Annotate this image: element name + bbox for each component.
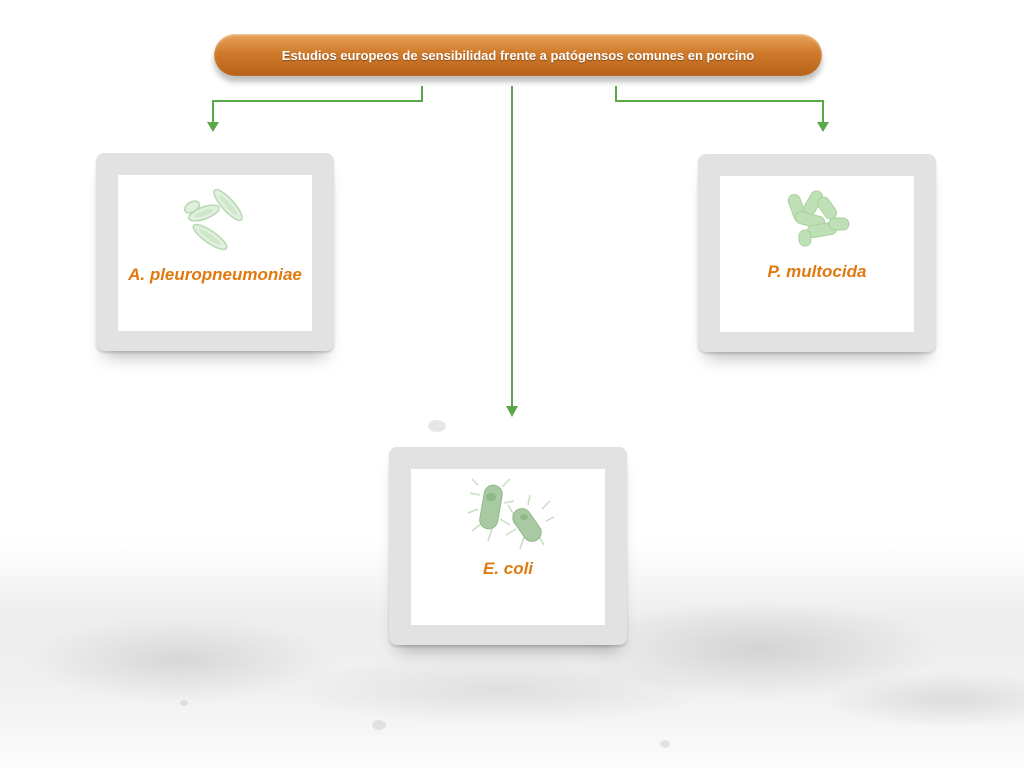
card-inner: P. multocida	[720, 176, 914, 332]
pathogen-card-e-coli: E. coli	[389, 447, 627, 645]
arrowhead-right	[817, 122, 829, 132]
water-drop	[428, 420, 446, 432]
pathogen-card-a-pleuropneumoniae: A. pleuropneumoniae	[96, 153, 334, 351]
water-drop	[372, 720, 386, 730]
arrowhead-left	[207, 122, 219, 132]
card-inner: E. coli	[411, 469, 605, 625]
arrow-left	[212, 86, 423, 124]
card-inner: A. pleuropneumoniae	[118, 175, 312, 331]
flagellated-bacteria-icon	[467, 478, 555, 550]
arrowhead-center	[506, 406, 518, 417]
pathogen-label: A. pleuropneumoniae	[128, 265, 302, 284]
diagram-title: Estudios europeos de sensibilidad frente…	[214, 34, 822, 76]
water-drop	[660, 740, 670, 748]
diagram-title-text: Estudios europeos de sensibilidad frente…	[281, 47, 755, 63]
arrow-right	[615, 86, 824, 124]
water-drop	[180, 700, 188, 706]
pathogen-card-p-multocida: P. multocida	[698, 154, 936, 352]
pathogen-label: P. multocida	[767, 262, 867, 281]
coccobacilli-icon	[787, 190, 850, 247]
rod-bacteria-icon	[183, 188, 243, 251]
pathogen-label: E. coli	[482, 559, 534, 578]
